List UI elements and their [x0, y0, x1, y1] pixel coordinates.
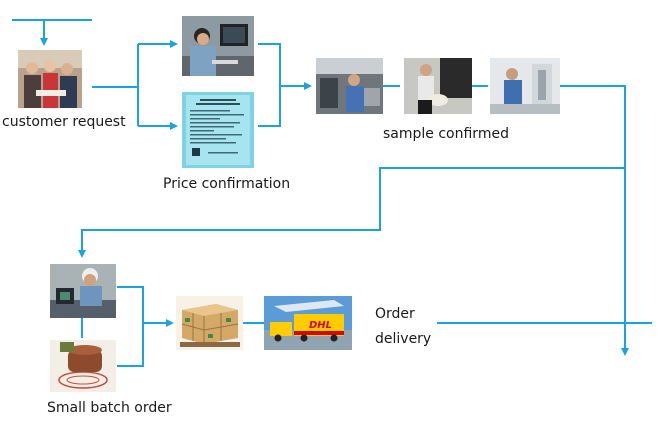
- packed-pallet-photo: [176, 296, 243, 350]
- inspection-stamp-photo: [50, 340, 116, 392]
- sample-testing-photo: [490, 58, 560, 114]
- sample-production-photo: [316, 58, 383, 114]
- customer-request-photo: [18, 50, 82, 108]
- merge-connector: [258, 43, 281, 127]
- price-confirmation-document: [182, 92, 254, 168]
- return-connector: [78, 85, 626, 258]
- price-confirmation-label: Price confirmation: [163, 176, 291, 192]
- small-batch-assembly-photo: [50, 264, 116, 318]
- batch-merge-connector: [117, 286, 144, 367]
- sample-inspection-photo: [404, 58, 472, 114]
- order-delivery-label-line2: delivery: [375, 331, 432, 347]
- dhl-delivery-photo: DHL: [264, 296, 352, 350]
- sample-confirmed-label: sample confirmed: [383, 126, 509, 142]
- customer-request-label: customer request: [2, 114, 126, 130]
- small-batch-order-label: Small batch order: [47, 400, 172, 416]
- order-delivery-label-line1: Order: [375, 306, 415, 322]
- staff-computer-photo: [182, 16, 254, 76]
- dhl-logo: DHL: [309, 320, 332, 331]
